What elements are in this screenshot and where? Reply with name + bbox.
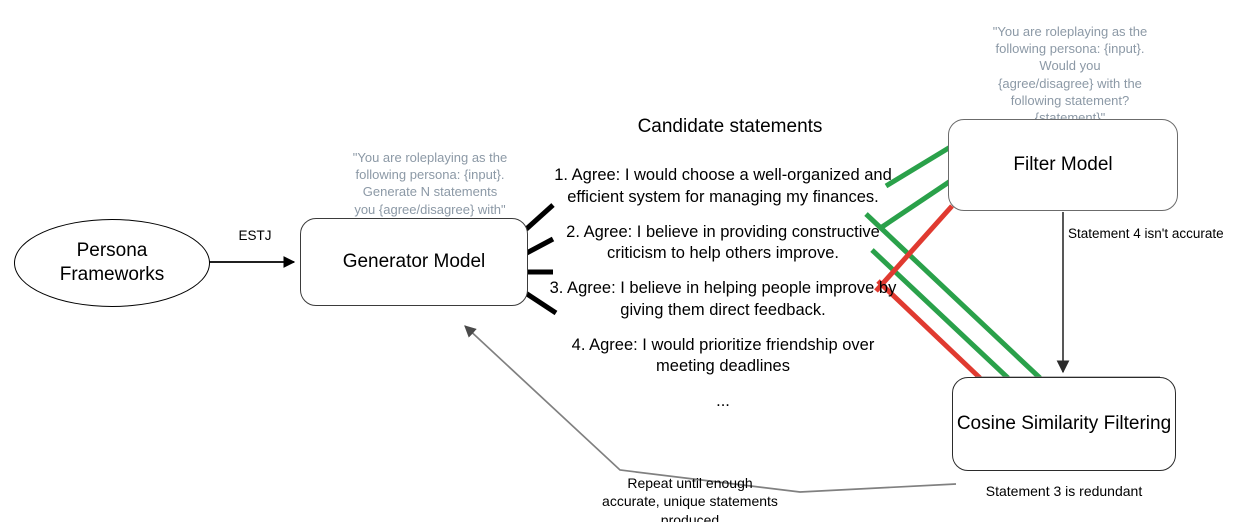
node-generator-model[interactable]: Generator Model (300, 218, 528, 306)
caption-feedback-loop: Repeat until enough accurate, unique sta… (602, 475, 778, 522)
caption-statement-3-redundant: Statement 3 is redundant (985, 483, 1143, 499)
generator-prompt-note: "You are roleplaying as the following pe… (352, 150, 508, 217)
list-item: ... (716, 392, 730, 411)
edge-label-statement-4-not-accurate: Statement 4 isn't accurate (1068, 226, 1224, 241)
candidate-statements-list: 1. Agree: I would choose a well-organize… (548, 165, 898, 426)
filter-model-label: Filter Model (1013, 154, 1113, 176)
node-filter-model[interactable]: Filter Model (948, 119, 1178, 211)
persona-frameworks-label: Persona Frameworks (59, 240, 165, 285)
edge-label-estj: ESTJ (238, 228, 272, 243)
filter-prompt-note: "You are roleplaying as the following pe… (992, 24, 1148, 125)
list-item: 1. Agree: I would choose a well-organize… (554, 166, 892, 206)
node-cosine-similarity-filtering[interactable]: Cosine Similarity Filtering (952, 377, 1176, 471)
node-persona-frameworks[interactable]: Persona Frameworks (14, 219, 210, 307)
list-item: 3. Agree: I believe in helping people im… (549, 279, 897, 319)
candidate-statements-title: Candidate statements (637, 116, 823, 137)
list-item: 2. Agree: I believe in providing constru… (566, 222, 880, 263)
cosine-similarity-label: Cosine Similarity Filtering (956, 413, 1172, 435)
generator-model-label: Generator Model (342, 251, 486, 273)
list-item: 4. Agree: I would prioritize friendship … (571, 335, 875, 376)
